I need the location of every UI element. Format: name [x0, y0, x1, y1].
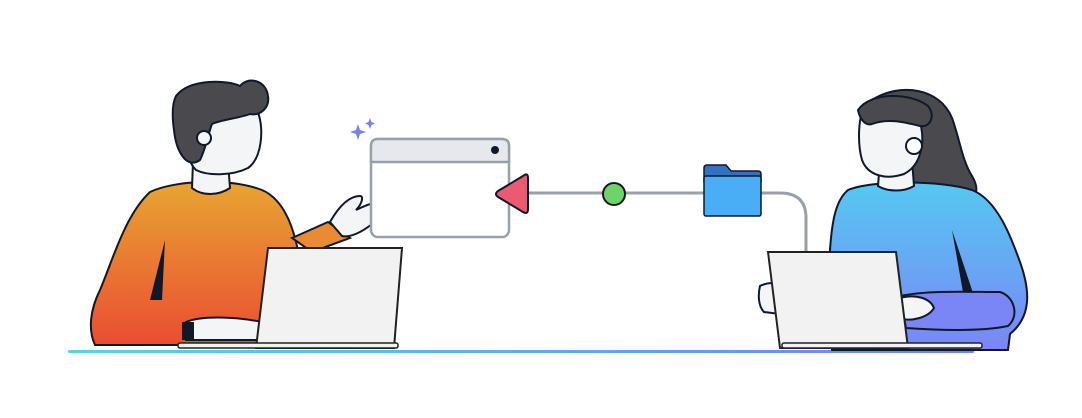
browser-window-icon: [369, 137, 511, 239]
man-torso-fold: [150, 240, 165, 300]
man-hair: [171, 79, 270, 164]
window-dot: [491, 146, 499, 154]
woman-earring: [905, 137, 923, 155]
sparkle-icon: [350, 118, 375, 140]
man-typing-hand: [185, 316, 263, 341]
man-cuff: [182, 322, 194, 340]
connector-line: [523, 191, 808, 254]
woman-torso-fold: [952, 230, 974, 298]
status-dot-icon: [602, 182, 626, 206]
woman-laptop: [766, 251, 983, 349]
woman-typing-hand: [899, 295, 936, 321]
folder-icon: [703, 164, 762, 217]
woman-hair-bangs: [856, 95, 933, 128]
woman-laptop-base: [781, 342, 983, 349]
man-laptop-base: [177, 342, 399, 349]
floor-line: [68, 350, 974, 353]
man-laptop-screen: [254, 247, 404, 349]
woman-laptop-screen: [766, 251, 910, 349]
man-laptop: [177, 247, 404, 349]
play-triangle-icon: [495, 173, 529, 214]
man-ear: [196, 130, 212, 146]
